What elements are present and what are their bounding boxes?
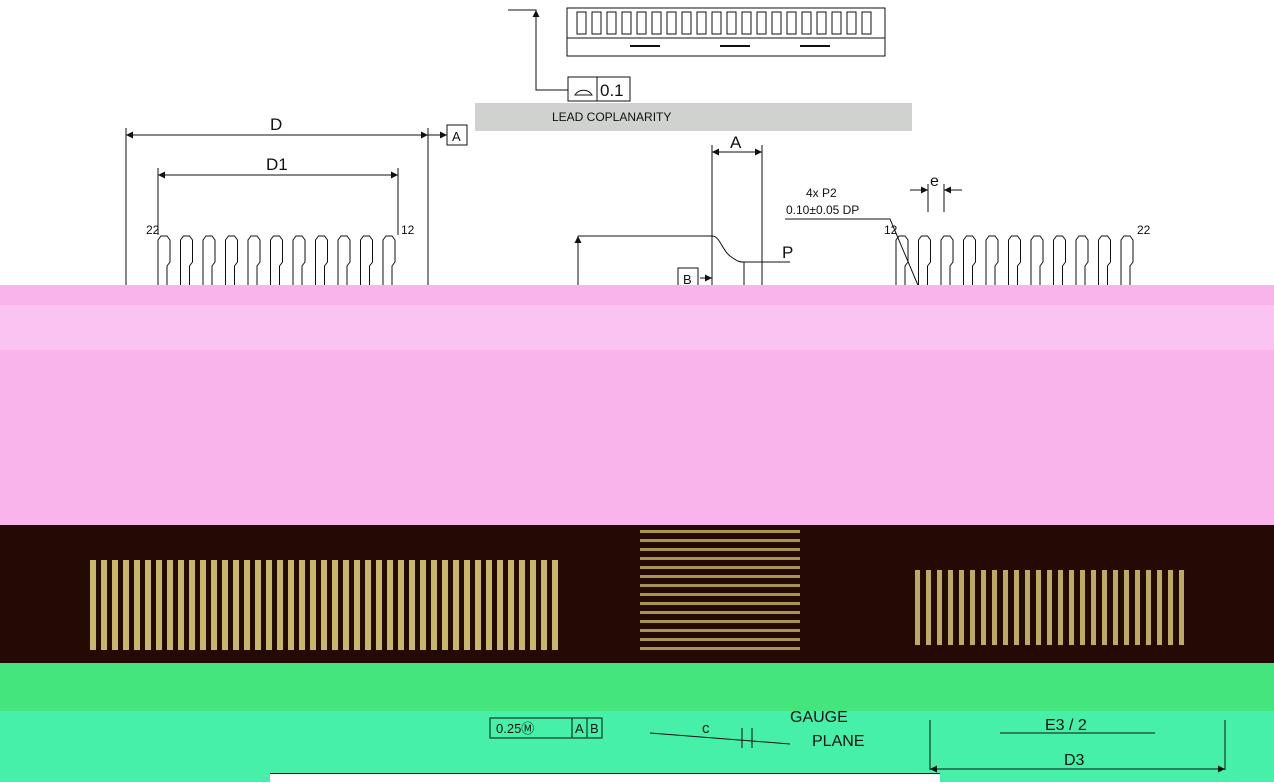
- dim-p-label: P: [782, 243, 793, 262]
- dim-c-label: c: [702, 720, 710, 737]
- pin-lead: [315, 235, 328, 290]
- pin-lead: [985, 235, 999, 290]
- pin-lead: [1030, 235, 1044, 290]
- datum-b-label: B: [683, 272, 692, 287]
- grey-banner: [475, 103, 912, 131]
- tolerance-ref-b: B: [590, 721, 599, 736]
- side-profile: [574, 145, 790, 305]
- top-lead: [711, 11, 722, 35]
- top-lead: [681, 11, 692, 35]
- top-lead: [816, 11, 827, 35]
- left-pin-row: [157, 235, 396, 290]
- tolerance-frame: [489, 717, 603, 739]
- gauge-label: GAUGE: [790, 709, 848, 726]
- tolerance-ref-a: A: [575, 721, 584, 736]
- dimension-d1: [157, 168, 399, 235]
- pin-lead: [382, 235, 396, 290]
- datum-a-label: A: [452, 129, 461, 144]
- right-pin-last: 22: [1137, 223, 1151, 237]
- left-pin-first: 22: [146, 223, 160, 237]
- plane-label: PLANE: [812, 733, 864, 750]
- left-pin-last: 12: [401, 223, 415, 237]
- pin-lead: [292, 235, 306, 290]
- dimension-d: [125, 128, 447, 290]
- green-overlay: [0, 663, 1274, 711]
- pin-lead: [1120, 235, 1134, 290]
- top-lead: [591, 11, 602, 35]
- pin-lead: [360, 235, 373, 290]
- pin-lead: [247, 235, 261, 290]
- hole-note-line1: 4x P2: [806, 186, 837, 200]
- white-strip: [270, 773, 940, 783]
- top-lead: [801, 11, 812, 35]
- top-lead: [666, 11, 677, 35]
- pin-lead: [157, 235, 171, 290]
- pin-lead: [225, 235, 238, 290]
- coplanarity-label: LEAD COPLANARITY: [552, 110, 671, 124]
- yellow-noise-right: [915, 570, 1185, 645]
- pin-lead: [918, 235, 931, 290]
- pin-lead: [1098, 235, 1111, 290]
- pin-lead: [1008, 235, 1021, 290]
- top-side-view: [508, 7, 886, 91]
- dim-d1-label: D1: [266, 155, 288, 174]
- pin-lead: [963, 235, 976, 290]
- pitch-dimension: [785, 184, 962, 291]
- top-lead: [861, 11, 872, 35]
- top-lead: [771, 11, 782, 35]
- top-lead: [651, 11, 662, 35]
- pitch-e-label: e: [930, 173, 939, 190]
- pin-lead: [895, 235, 909, 290]
- hole-note-line2: 0.10±0.05 DP: [786, 203, 859, 217]
- yellow-noise-mid: [640, 530, 800, 650]
- top-lead: [786, 11, 797, 35]
- pin-lead: [940, 235, 954, 290]
- pin-lead: [1075, 235, 1089, 290]
- dim-d-label: D: [270, 115, 282, 134]
- top-lead: [756, 11, 767, 35]
- top-lead: [846, 11, 857, 35]
- coplanarity-value: 0.1: [600, 81, 624, 100]
- pin-lead: [202, 235, 216, 290]
- pin-lead: [337, 235, 351, 290]
- coplanarity-frame: 0.1: [567, 76, 631, 102]
- top-lead: [636, 11, 647, 35]
- pin-lead: [270, 235, 283, 290]
- right-pin-first: 12: [884, 223, 898, 237]
- top-lead: [576, 11, 587, 35]
- top-lead: [726, 11, 737, 35]
- top-lead: [696, 11, 707, 35]
- top-lead: [621, 11, 632, 35]
- dim-e3-half-label: E3 / 2: [1045, 717, 1087, 734]
- top-lead: [831, 11, 842, 35]
- pin-lead: [180, 235, 193, 290]
- right-pin-row: [895, 235, 1134, 290]
- top-lead: [741, 11, 752, 35]
- pink-overlay-light: [0, 305, 1274, 350]
- gauge-plane-lines: [649, 720, 1226, 773]
- pin-lead: [1053, 235, 1066, 290]
- tolerance-value: 0.25Ⓜ: [496, 721, 534, 736]
- dim-a-label: A: [730, 133, 742, 152]
- datum-a-box: [446, 124, 468, 146]
- top-lead: [606, 11, 617, 35]
- dim-d3-label: D3: [1064, 752, 1085, 769]
- yellow-noise: [90, 560, 560, 650]
